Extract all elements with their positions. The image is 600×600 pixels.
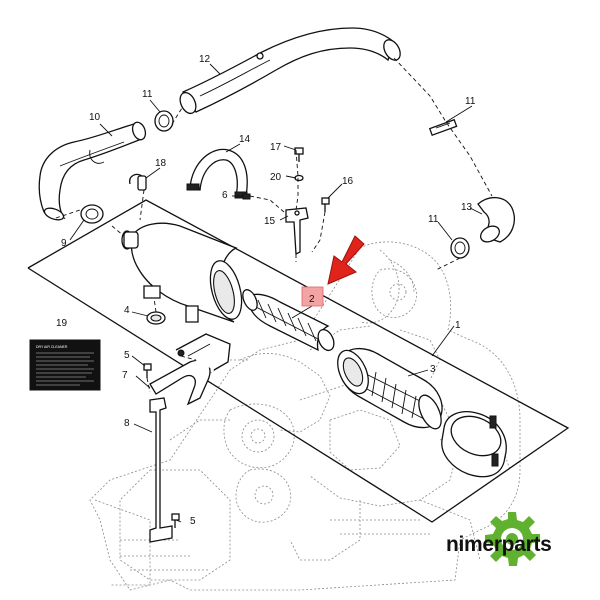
callout-7: 7 bbox=[122, 370, 128, 381]
part-4-valve bbox=[146, 311, 166, 325]
watermark: nimerparts bbox=[446, 512, 552, 566]
callouts: 1 2 3 4 5 5 6 7 8 9 10 11 11 11 12 13 14… bbox=[56, 54, 476, 527]
part-11-clamp-upper bbox=[154, 110, 174, 132]
highlight-box bbox=[301, 286, 324, 307]
callout-14: 14 bbox=[239, 134, 251, 145]
assembly-guide-lines bbox=[55, 57, 493, 393]
callout-10: 10 bbox=[89, 112, 101, 123]
callout-1: 1 bbox=[455, 320, 461, 331]
part-5-bolt-upper bbox=[143, 363, 152, 378]
part-11-clamp-right bbox=[450, 237, 470, 259]
callout-11-strap: 11 bbox=[465, 96, 476, 107]
leader-lines bbox=[69, 63, 483, 523]
part-12-upper-tube bbox=[179, 27, 401, 115]
part-5-bolt-lower bbox=[171, 513, 180, 528]
part-1-end-cap bbox=[441, 411, 507, 478]
decal-title: DRY AIR CLEANER bbox=[36, 345, 68, 349]
callout-8: 8 bbox=[124, 418, 130, 429]
part-2-safety-element bbox=[242, 289, 335, 352]
callout-2: 2 bbox=[309, 294, 315, 305]
part-8-support-rod bbox=[149, 397, 173, 543]
callout-6: 6 bbox=[222, 190, 228, 201]
callout-9: 9 bbox=[61, 238, 67, 249]
part-7-bracket bbox=[149, 333, 231, 406]
callout-18: 18 bbox=[155, 158, 167, 169]
part-3-primary-element bbox=[337, 348, 443, 430]
callout-11-right: 11 bbox=[428, 214, 439, 225]
callout-11-upper: 11 bbox=[142, 89, 153, 100]
part-11-strap bbox=[428, 118, 458, 137]
part-19-decal: DRY AIR CLEANER bbox=[29, 339, 101, 391]
part-1-housing-body bbox=[121, 222, 243, 323]
callout-13: 13 bbox=[461, 202, 473, 213]
highlight-arrow bbox=[327, 235, 365, 285]
callout-17: 17 bbox=[270, 142, 282, 153]
assembly-frame bbox=[27, 199, 570, 523]
callout-19: 19 bbox=[56, 318, 68, 329]
callout-5-upper: 5 bbox=[124, 350, 130, 361]
part-14-mounting-band bbox=[186, 148, 248, 199]
callout-4: 4 bbox=[124, 305, 130, 316]
part-18-clip bbox=[129, 173, 147, 191]
part-6-nut bbox=[242, 193, 251, 200]
part-5-nut-bracket bbox=[177, 349, 185, 357]
part-17-bolt bbox=[294, 147, 304, 162]
part-9-clamp bbox=[80, 204, 104, 224]
callout-3: 3 bbox=[430, 364, 436, 375]
callout-15: 15 bbox=[264, 216, 276, 227]
callout-5-lower: 5 bbox=[190, 516, 196, 527]
part-15-bracket bbox=[285, 207, 309, 256]
part-10-elbow-hose bbox=[38, 121, 147, 221]
decal-instruction-lines bbox=[36, 352, 94, 386]
callout-16: 16 bbox=[342, 176, 354, 187]
part-16-bolt bbox=[321, 197, 330, 212]
callout-12: 12 bbox=[199, 54, 211, 65]
callout-20: 20 bbox=[270, 172, 282, 183]
brand-name: nimerparts bbox=[446, 533, 552, 556]
gear-icon bbox=[485, 512, 540, 566]
part-13-right-elbow bbox=[477, 197, 515, 243]
part-20-washer bbox=[294, 174, 304, 182]
